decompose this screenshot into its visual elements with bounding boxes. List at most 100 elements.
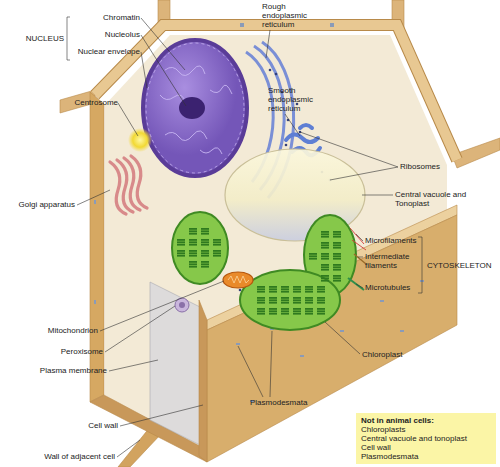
granum: [333, 231, 341, 238]
part-label: Central vacuole and Tonoplast: [395, 190, 480, 208]
thylakoid: [305, 297, 313, 299]
thylakoid: [293, 286, 301, 288]
thylakoid: [281, 286, 289, 288]
thylakoid: [213, 252, 221, 254]
plasmodesma: [94, 300, 96, 304]
thylakoid: [305, 310, 313, 312]
leader-line: [330, 167, 398, 180]
thylakoid: [213, 244, 221, 246]
thylakoid: [321, 275, 329, 277]
ribosome: [275, 73, 278, 76]
part-label: Chloroplast: [362, 350, 402, 359]
nucleolus: [179, 97, 205, 119]
microfilament: [352, 240, 366, 250]
thylakoid: [269, 313, 277, 315]
part-label: Wall of adjacent cell: [44, 452, 115, 461]
thylakoid: [293, 299, 301, 301]
thylakoid: [333, 264, 341, 266]
thylakoid: [309, 258, 317, 260]
thylakoid: [321, 233, 329, 235]
thylakoid: [333, 275, 341, 277]
plasmodesma: [380, 300, 384, 302]
granum: [189, 239, 197, 246]
thylakoid: [269, 302, 277, 304]
part-label: Ribosomes: [400, 162, 440, 171]
thylakoid: [189, 263, 197, 265]
thylakoid: [305, 286, 313, 288]
thylakoid: [305, 308, 313, 310]
part-label: Plasmodesmata: [250, 398, 307, 407]
thylakoid: [201, 233, 209, 235]
thylakoid: [201, 263, 209, 265]
thylakoid: [321, 280, 329, 282]
granum: [189, 261, 197, 268]
group-label: NUCLEUS: [26, 34, 64, 43]
thylakoid: [333, 266, 341, 268]
leader-line: [300, 132, 398, 167]
granum: [317, 308, 325, 315]
thylakoid: [309, 253, 317, 255]
thylakoid: [257, 291, 265, 293]
bracket: [67, 17, 70, 60]
granum: [189, 250, 197, 257]
thylakoid: [293, 302, 301, 304]
thylakoid: [281, 308, 289, 310]
thylakoid: [201, 261, 209, 263]
granum: [293, 297, 301, 304]
box-heading: Not in animal cells:: [361, 416, 491, 425]
thylakoid: [189, 250, 197, 252]
leader-line: [105, 306, 175, 352]
thylakoid: [201, 252, 209, 254]
thylakoid: [269, 299, 277, 301]
thylakoid: [201, 241, 209, 243]
thylakoid: [177, 252, 185, 254]
thylakoid: [305, 291, 313, 293]
thylakoid: [269, 291, 277, 293]
granum: [333, 242, 341, 249]
thylakoid: [293, 308, 301, 310]
thylakoid: [189, 228, 197, 230]
part-label: Golgi apparatus: [19, 200, 75, 209]
thylakoid: [201, 230, 209, 232]
leader-line: [141, 18, 185, 70]
leader-line: [325, 322, 360, 354]
thylakoid: [317, 302, 325, 304]
thylakoid: [213, 255, 221, 257]
part-label: Chromatin: [103, 13, 140, 22]
plasmodesma: [400, 330, 404, 332]
thylakoid: [321, 247, 329, 249]
part-label: Microfilaments: [365, 236, 417, 245]
thylakoid: [201, 239, 209, 241]
thylakoid: [189, 241, 197, 243]
plasmodesma: [330, 23, 334, 27]
plasmodesmata-group: [94, 23, 424, 402]
plasmodesma: [94, 200, 96, 204]
intermediate-filament: [354, 254, 366, 264]
granum: [305, 297, 313, 304]
part-label: Intermediate filaments: [365, 252, 417, 270]
box-item: Cell wall: [361, 443, 491, 452]
thylakoid: [189, 261, 197, 263]
granum: [269, 308, 277, 315]
leader-line: [77, 190, 110, 205]
part-label: Nucleolus: [105, 30, 140, 39]
thylakoid: [213, 241, 221, 243]
chromatin-strand: [165, 131, 207, 141]
thylakoid: [333, 233, 341, 235]
thylakoid: [269, 310, 277, 312]
granum: [321, 242, 329, 249]
note-box: Not in animal cells:ChloroplastsCentral …: [356, 413, 496, 464]
granum: [177, 239, 185, 246]
thylakoid: [201, 266, 209, 268]
bracket: [418, 237, 422, 293]
thylakoid: [201, 250, 209, 252]
thylakoid: [321, 277, 329, 279]
leader-line: [118, 103, 138, 136]
thylakoid: [177, 244, 185, 246]
granum: [333, 264, 341, 271]
thylakoid: [213, 239, 221, 241]
granum: [257, 297, 265, 304]
grana-group: [177, 228, 341, 315]
nucleus: [143, 40, 247, 176]
